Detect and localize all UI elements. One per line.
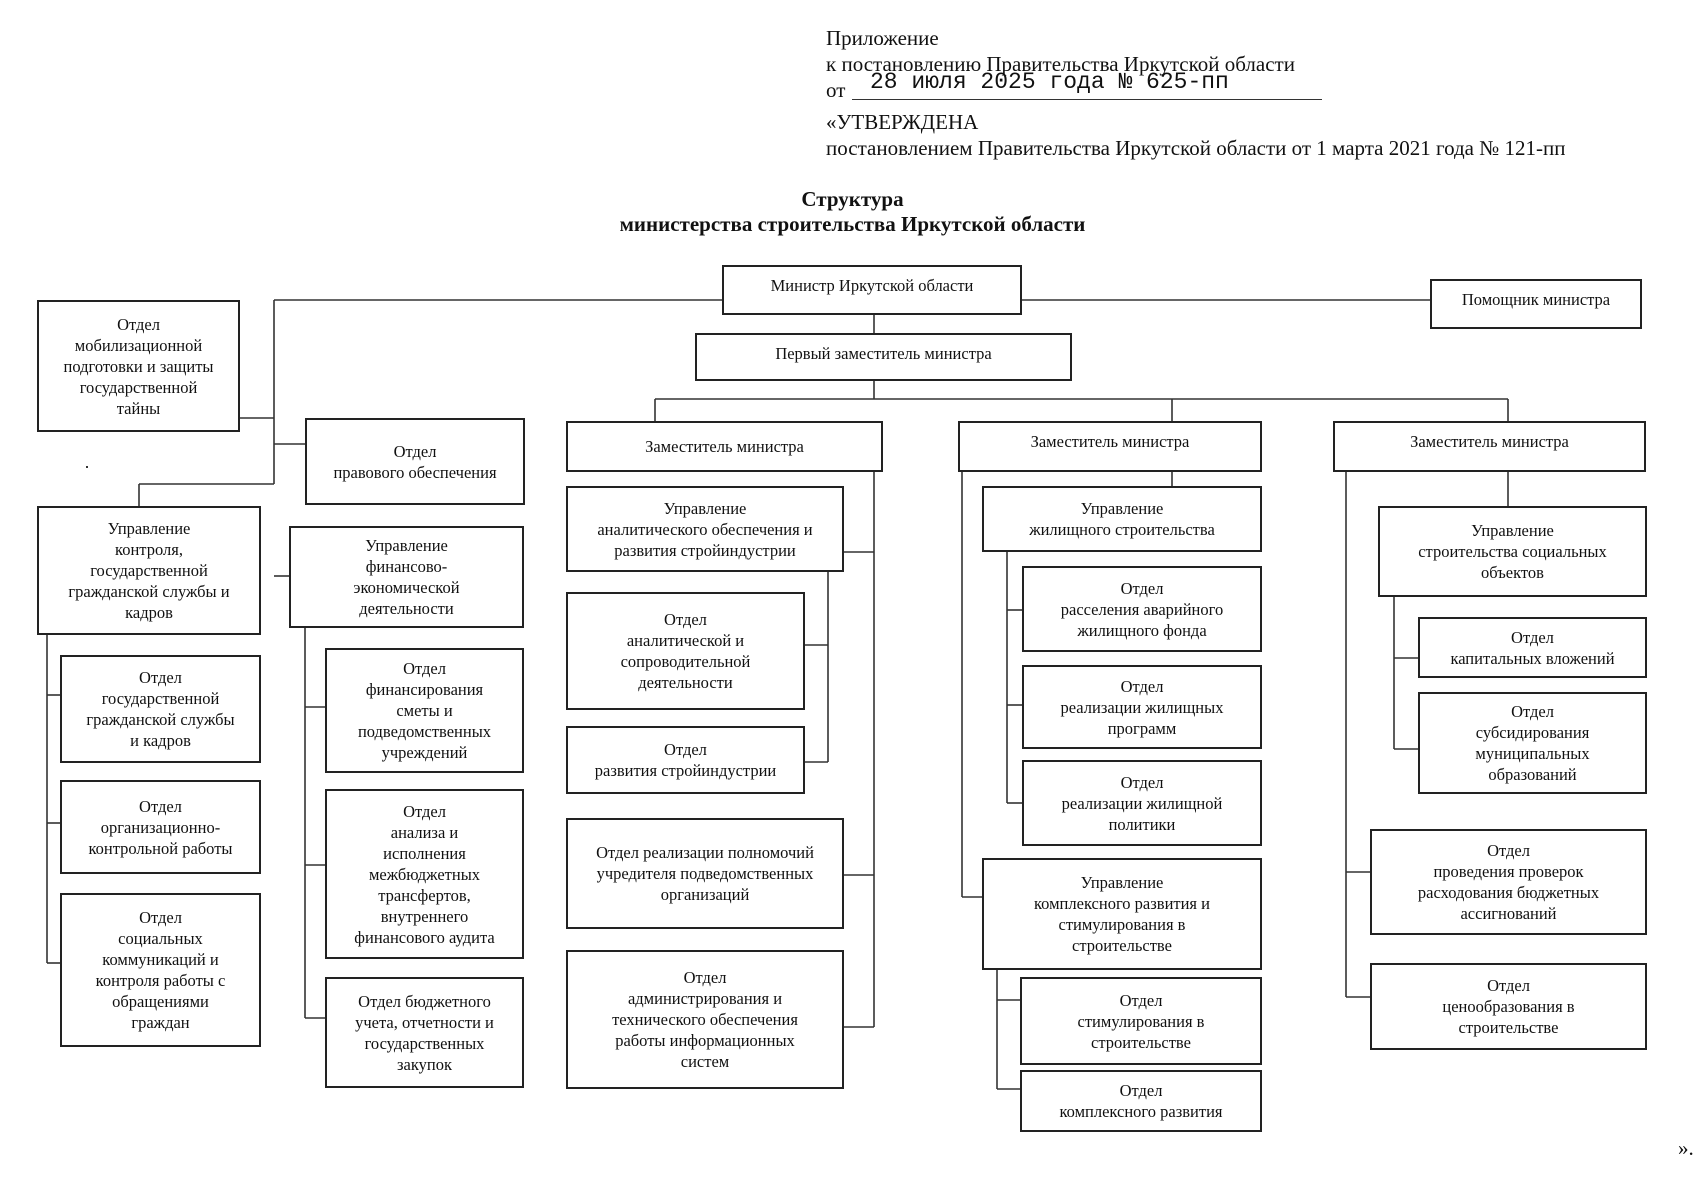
approved-label: «УТВЕРЖДЕНА: [826, 110, 979, 134]
stray-dot: [86, 466, 88, 468]
analytic-directorate-box: Управление аналитического обеспечения и …: [566, 486, 844, 572]
control-directorate-box: Управление контроля, государственной гра…: [37, 506, 261, 635]
deputy-minister-1-box: Заместитель министра: [566, 421, 883, 472]
date-prefix: от: [826, 78, 846, 102]
civil-service-department-box: Отдел государственной гражданской службы…: [60, 655, 261, 763]
interbudget-analysis-department-box: Отдел анализа и исполнения межбюджетных …: [325, 789, 524, 959]
appendix-label: Приложение: [826, 26, 939, 50]
housing-programs-department-box: Отдел реализации жилищных программ: [1022, 665, 1262, 749]
subsidy-department-box: Отдел субсидирования муниципальных образ…: [1418, 692, 1647, 794]
approved-by-reference: постановлением Правительства Иркутской о…: [826, 136, 1566, 160]
complex-development-directorate-box: Управление комплексного развития и стиму…: [982, 858, 1262, 970]
financing-department-box: Отдел финансирования сметы и подведомств…: [325, 648, 524, 773]
first-deputy-box: Первый заместитель министра: [695, 333, 1072, 381]
complex-development-department-box: Отдел комплексного развития: [1020, 1070, 1262, 1132]
resolution-date-handwritten: 28 июля 2025 года № 625-пп: [870, 69, 1229, 95]
fin-econ-directorate-box: Управление финансово- экономической деят…: [289, 526, 524, 628]
pricing-department-box: Отдел ценообразования в строительстве: [1370, 963, 1647, 1050]
assistant-box: Помощник министра: [1430, 279, 1642, 329]
budget-audit-department-box: Отдел проведения проверок расходования б…: [1370, 829, 1647, 935]
stimulus-department-box: Отдел стимулирования в строительстве: [1020, 977, 1262, 1065]
legal-department-box: Отдел правового обеспечения: [305, 418, 525, 505]
information-systems-department-box: Отдел администрирования и технического о…: [566, 950, 844, 1089]
chart-title-line1: Структура: [801, 187, 904, 211]
budget-accounting-department-box: Отдел бюджетного учета, отчетности и гос…: [325, 977, 524, 1088]
resolution-reference: к постановлению Правительства Иркутской …: [826, 52, 1295, 76]
deputy-minister-3-box: Заместитель министра: [1333, 421, 1646, 472]
housing-policy-department-box: Отдел реализации жилищной политики: [1022, 760, 1262, 846]
social-objects-directorate-box: Управление строительства социальных объе…: [1378, 506, 1647, 597]
mobilization-department-box: Отдел мобилизационной подготовки и защит…: [37, 300, 240, 432]
resettlement-department-box: Отдел расселения аварийного жилищного фо…: [1022, 566, 1262, 652]
analytic-support-department-box: Отдел аналитической и сопроводительной д…: [566, 592, 805, 710]
social-communications-department-box: Отдел социальных коммуникаций и контроля…: [60, 893, 261, 1047]
capital-investment-department-box: Отдел капитальных вложений: [1418, 617, 1647, 678]
date-underline: [852, 99, 1322, 100]
founder-powers-department-box: Отдел реализации полномочий учредителя п…: [566, 818, 844, 929]
chart-title-line2: министерства строительства Иркутской обл…: [619, 212, 1086, 236]
construction-industry-department-box: Отдел развития стройиндустрии: [566, 726, 805, 794]
deputy-minister-2-box: Заместитель министра: [958, 421, 1262, 472]
minister-box: Министр Иркутской области: [722, 265, 1022, 315]
org-control-department-box: Отдел организационно- контрольной работы: [60, 780, 261, 874]
closing-quote-mark: ».: [1678, 1136, 1694, 1160]
housing-directorate-box: Управление жилищного строительства: [982, 486, 1262, 552]
